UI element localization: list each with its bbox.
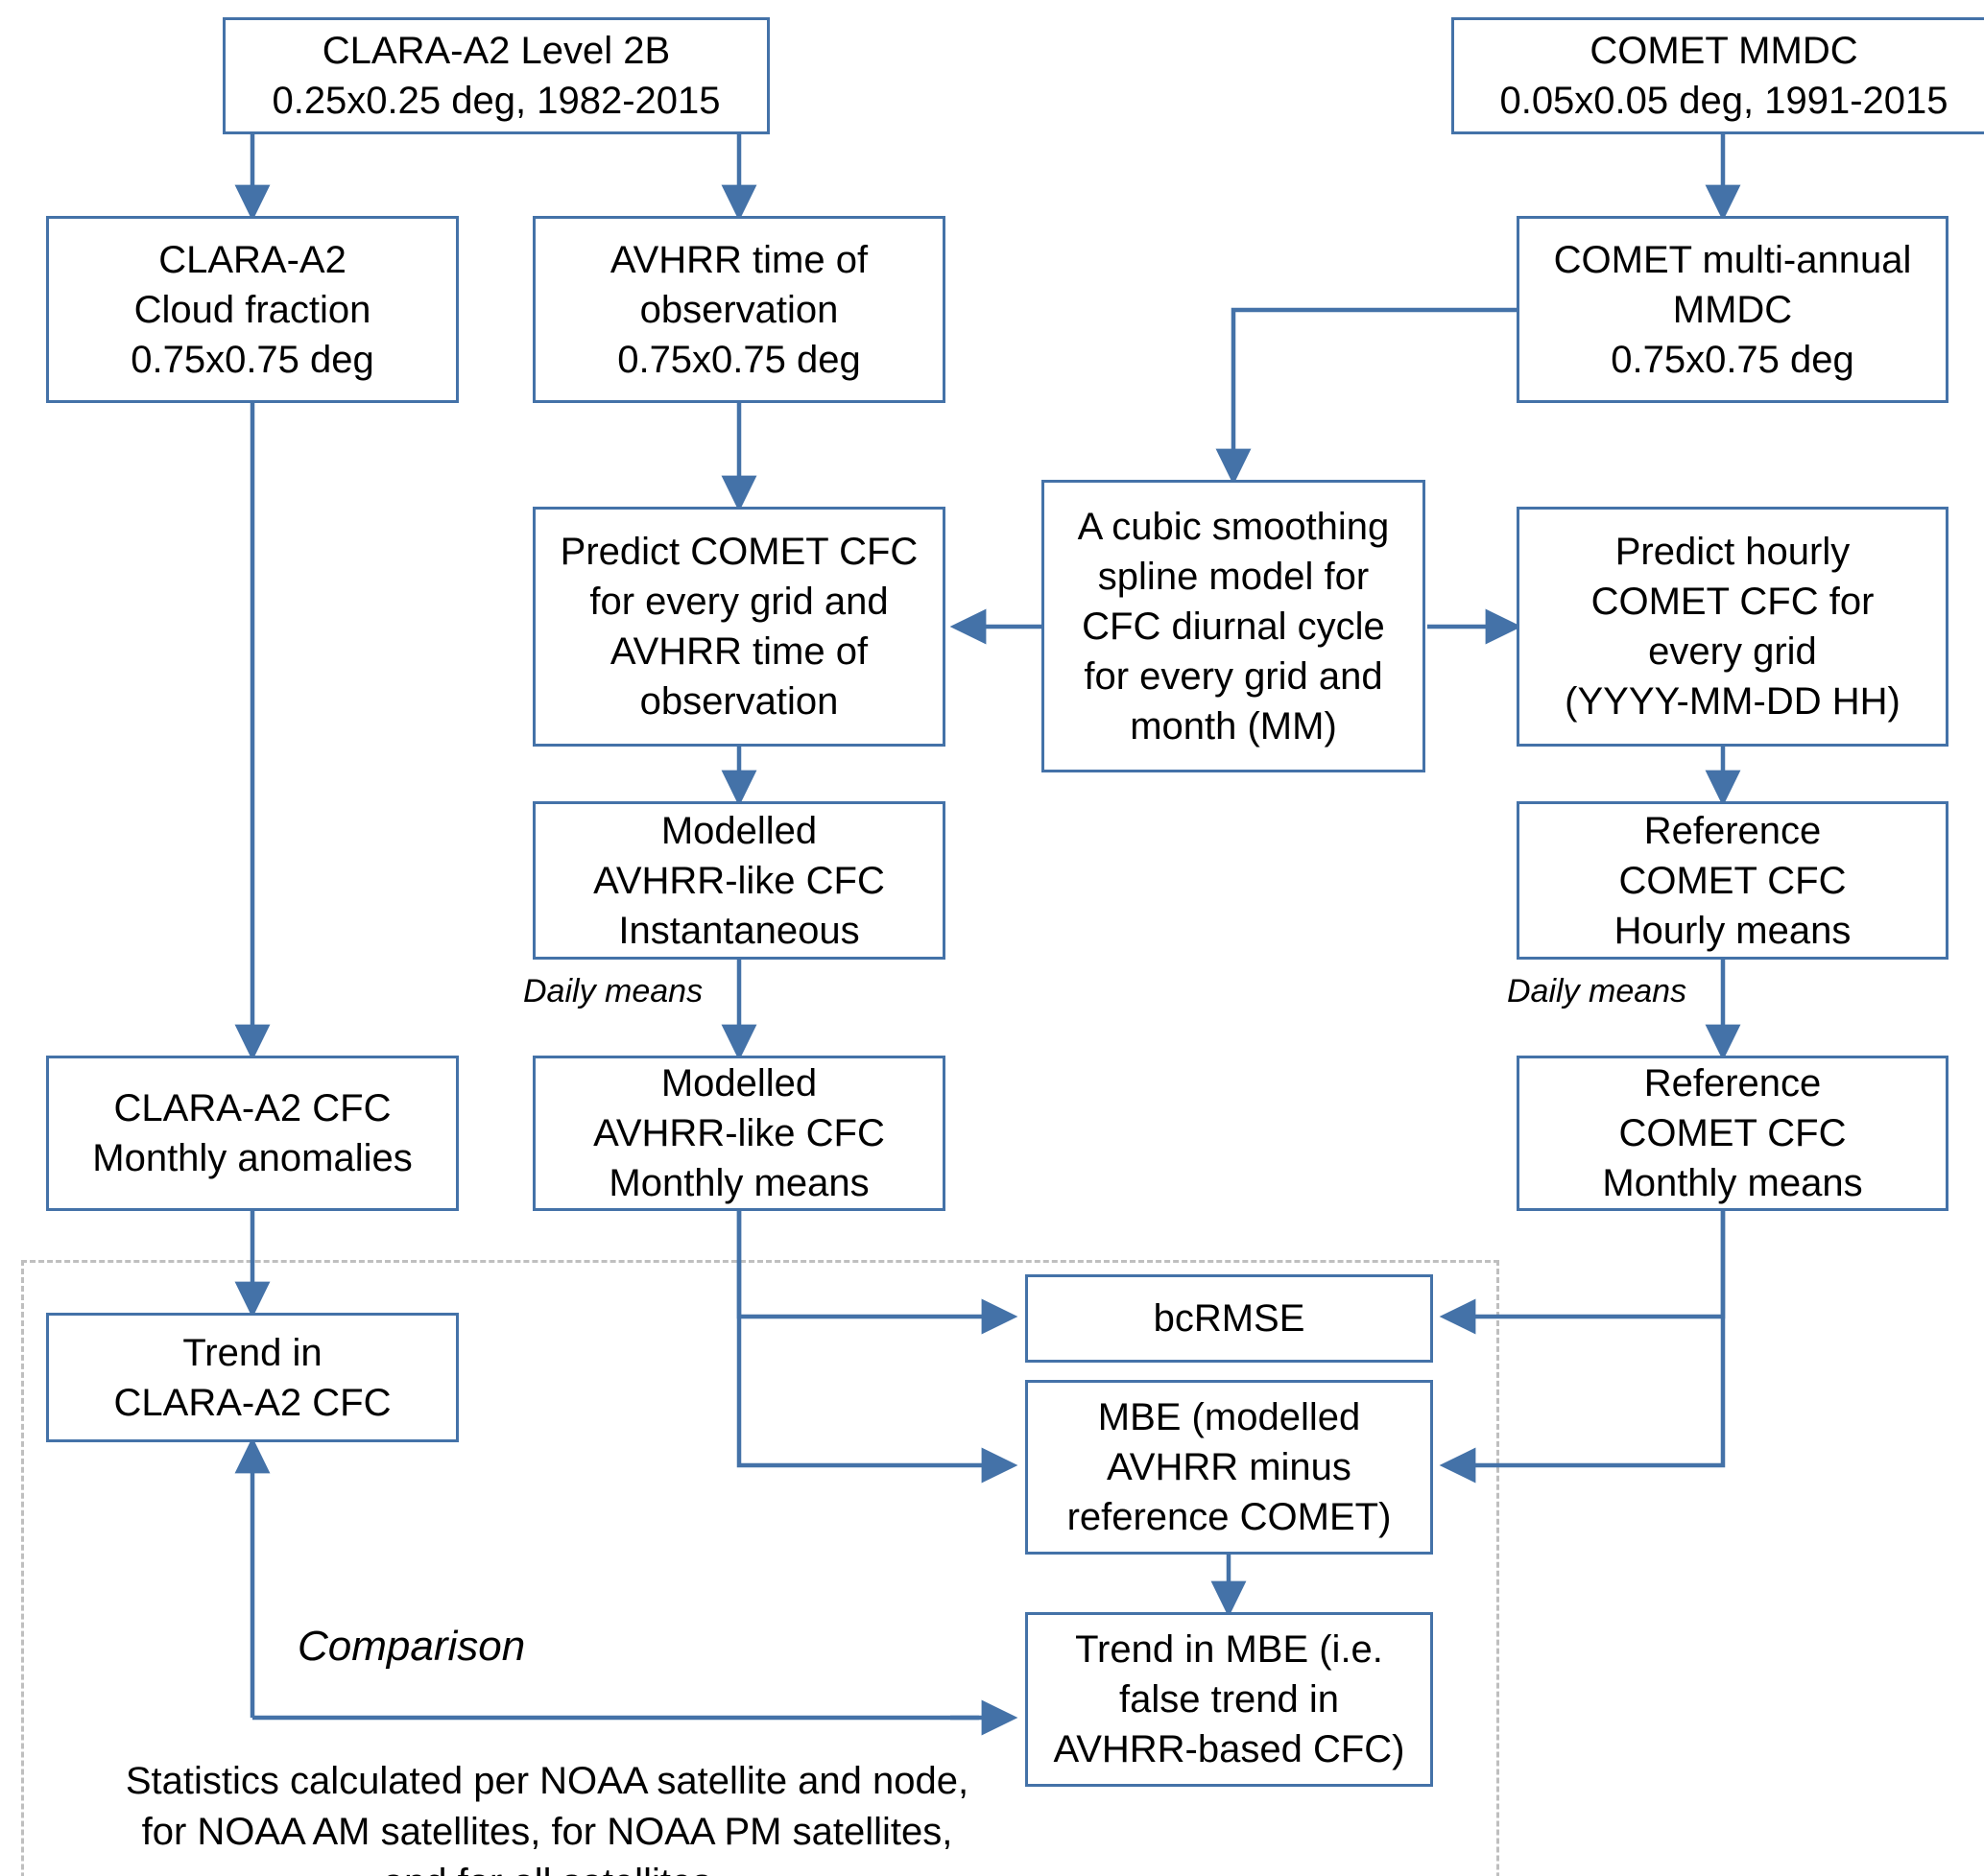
node-clara-a2-cloud-fraction[interactable]: CLARA-A2 Cloud fraction 0.75x0.75 deg bbox=[46, 216, 459, 403]
statistics-note: Statistics calculated per NOAA satellite… bbox=[125, 1760, 969, 1876]
node-modelled-avhrr-like-cfc-instantaneous[interactable]: Modelled AVHRR-like CFC Instantaneous bbox=[533, 801, 945, 960]
edge-label-daily-means-left: Daily means bbox=[523, 973, 704, 1009]
node-cubic-smoothing-spline-model[interactable]: A cubic smoothing spline model for CFC d… bbox=[1041, 480, 1425, 772]
node-mbe[interactable]: MBE (modelled AVHRR minus reference COME… bbox=[1025, 1380, 1433, 1555]
node-comet-mmdc[interactable]: COMET MMDC 0.05x0.05 deg, 1991-2015 bbox=[1451, 17, 1984, 134]
node-bcrmse[interactable]: bcRMSE bbox=[1025, 1274, 1433, 1363]
node-comet-multi-annual-mmdc[interactable]: COMET multi-annual MMDC 0.75x0.75 deg bbox=[1517, 216, 1948, 403]
edge-label-daily-means-right: Daily means bbox=[1507, 973, 1687, 1009]
node-trend-in-clara-a2-cfc[interactable]: Trend in CLARA-A2 CFC bbox=[46, 1313, 459, 1442]
node-reference-comet-cfc-hourly-means[interactable]: Reference COMET CFC Hourly means bbox=[1517, 801, 1948, 960]
node-trend-in-mbe[interactable]: Trend in MBE (i.e. false trend in AVHRR-… bbox=[1025, 1612, 1433, 1787]
node-predict-hourly-comet-cfc[interactable]: Predict hourly COMET CFC for every grid … bbox=[1517, 507, 1948, 747]
node-predict-comet-cfc[interactable]: Predict COMET CFC for every grid and AVH… bbox=[533, 507, 945, 747]
edge-label-comparison: Comparison bbox=[298, 1623, 526, 1670]
node-clara-a2-cfc-monthly-anomalies[interactable]: CLARA-A2 CFC Monthly anomalies bbox=[46, 1056, 459, 1211]
node-reference-comet-cfc-monthly-means[interactable]: Reference COMET CFC Monthly means bbox=[1517, 1056, 1948, 1211]
node-modelled-avhrr-like-cfc-monthly-means[interactable]: Modelled AVHRR-like CFC Monthly means bbox=[533, 1056, 945, 1211]
node-clara-a2-level-2b[interactable]: CLARA-A2 Level 2B 0.25x0.25 deg, 1982-20… bbox=[223, 17, 770, 134]
node-avhrr-time-of-observation[interactable]: AVHRR time of observation 0.75x0.75 deg bbox=[533, 216, 945, 403]
